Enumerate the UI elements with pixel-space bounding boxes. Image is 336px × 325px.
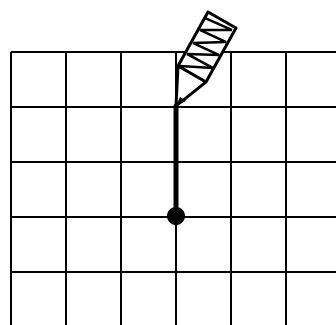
pencil-icon bbox=[176, 12, 236, 106]
stroke-start-point bbox=[167, 207, 185, 225]
